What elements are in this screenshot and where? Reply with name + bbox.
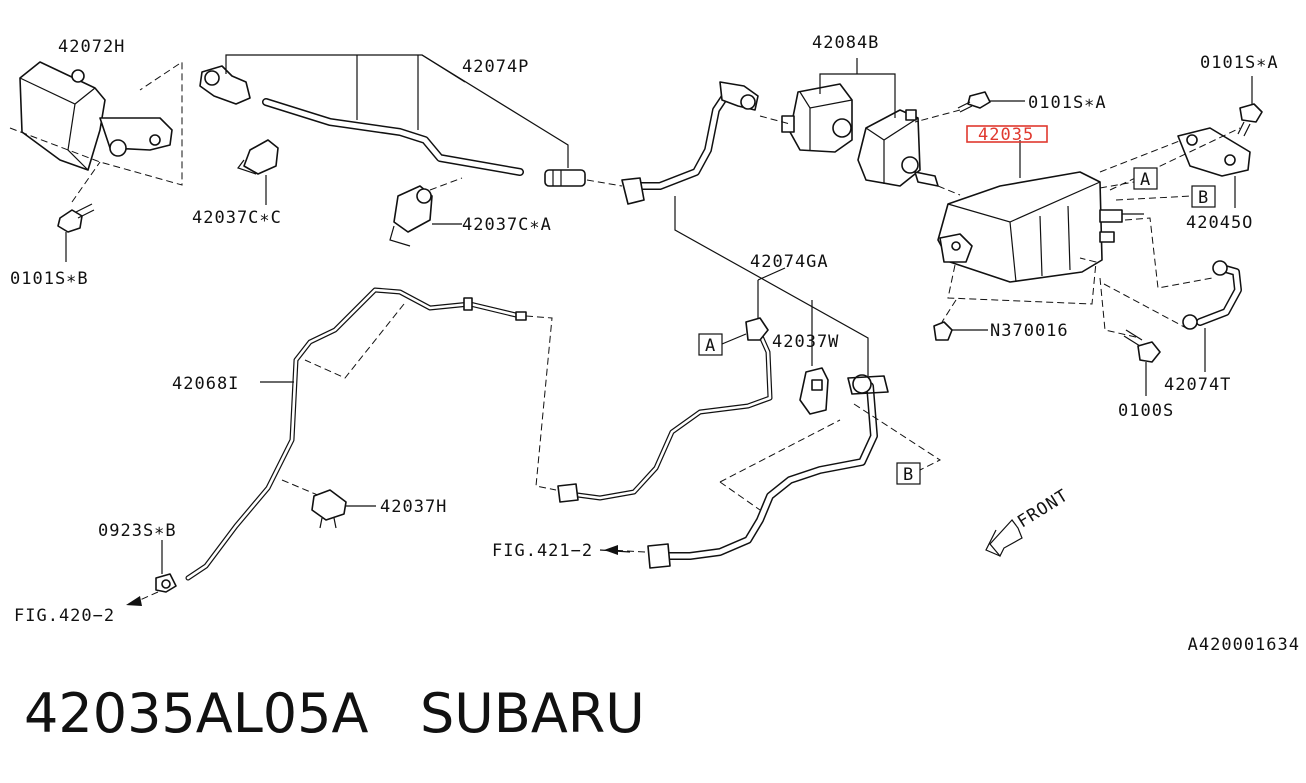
label-42035[interactable]: 42035 [978, 125, 1034, 145]
bolt-0101s-b[interactable] [57, 203, 95, 233]
nut-n370016[interactable] [933, 321, 953, 341]
label-42072h[interactable]: 42072H [58, 37, 125, 57]
brand-name: SUBARU [419, 682, 645, 745]
canister-42035[interactable] [937, 171, 1144, 283]
hose-42074ga-upper[interactable] [621, 81, 759, 205]
diagram-reference-code: A420001634 [1187, 635, 1300, 655]
bracket-42045o[interactable] [1177, 127, 1251, 177]
label-fig420-2[interactable]: FIG.420−2 [14, 606, 115, 626]
bolt-0100s[interactable] [1123, 329, 1161, 363]
solenoid-42084b-left[interactable] [781, 83, 853, 153]
label-42074p[interactable]: 42074P [462, 57, 529, 77]
ref-box-b-low [896, 462, 921, 485]
ref-box-a-right [1133, 167, 1158, 190]
part-title: 42035AL05A SUBARU [24, 682, 645, 745]
label-42037c-a[interactable]: 42037C∗A [462, 215, 552, 235]
ref-box-b-right [1191, 185, 1216, 208]
hose-lower-fig421[interactable] [647, 374, 889, 569]
label-42045o[interactable]: 42045O [1186, 213, 1253, 233]
tube-42068i[interactable] [185, 287, 527, 581]
part-number: 42035AL05A [24, 682, 369, 745]
clip-42037c-a[interactable] [389, 185, 433, 247]
bolt-0101s-a-mid[interactable] [957, 91, 991, 113]
solenoid-42084b-right[interactable] [857, 109, 939, 187]
bolt-0101s-a-top[interactable] [1237, 103, 1263, 137]
clip-42037w[interactable] [799, 367, 829, 415]
label-42074t[interactable]: 42074T [1164, 375, 1231, 395]
clip-42037h[interactable] [311, 489, 347, 529]
label-42037c-c[interactable]: 42037C∗C [192, 208, 282, 228]
clip-42037c-c[interactable] [237, 139, 279, 175]
hose-42074p[interactable] [199, 65, 524, 176]
label-0101s-a-mid[interactable]: 0101S∗A [1028, 93, 1107, 113]
label-fig421-2[interactable]: FIG.421−2 [492, 541, 593, 561]
label-ref-a-mid: A [705, 336, 716, 356]
label-42084b[interactable]: 42084B [812, 33, 879, 53]
label-42068i[interactable]: 42068I [172, 374, 239, 394]
label-0923s-b[interactable]: 0923S∗B [98, 521, 177, 541]
label-42074ga[interactable]: 42074GA [750, 252, 829, 272]
label-0101s-a-top[interactable]: 0101S∗A [1200, 53, 1279, 73]
label-42037w[interactable]: 42037W [772, 332, 839, 352]
part-42072h-valve[interactable] [19, 61, 173, 171]
label-ref-b-right: B [1198, 188, 1209, 208]
highlight-box-42035 [966, 125, 1048, 143]
label-n370016[interactable]: N370016 [990, 321, 1069, 341]
label-front: FRONT [1014, 486, 1072, 533]
hose-42074t[interactable] [1182, 260, 1242, 330]
front-arrow [985, 519, 1023, 558]
label-ref-a-right: A [1140, 170, 1151, 190]
clamp-0923s-b[interactable] [155, 573, 177, 593]
label-ref-b-low: B [903, 465, 914, 485]
label-0100s[interactable]: 0100S [1118, 401, 1174, 421]
connector-tube-end[interactable] [544, 169, 586, 187]
ref-box-a-mid [698, 333, 723, 356]
hose-42074ga-lower[interactable] [557, 317, 773, 503]
label-42037h[interactable]: 42037H [380, 497, 447, 517]
label-0101s-b[interactable]: 0101S∗B [10, 269, 89, 289]
